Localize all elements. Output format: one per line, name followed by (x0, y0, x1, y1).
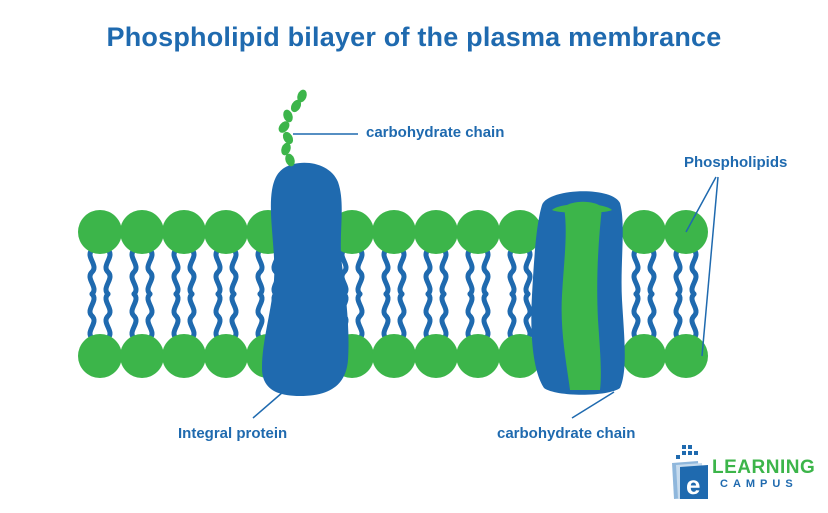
sugar-bead (281, 142, 291, 156)
sugar-bead (278, 121, 290, 133)
lipid-tail-inner (103, 291, 113, 341)
lipid-tail-outer (229, 247, 239, 297)
phospholipid-head-top (622, 210, 666, 254)
lipid-tail-outer (145, 247, 155, 297)
phospholipid-head-bottom (120, 334, 164, 378)
lipid-tail-inner (229, 291, 239, 341)
lipid-tail-inner (187, 291, 197, 341)
lipid-tail-outer (397, 247, 407, 297)
label-carbohydrate-chain-top: carbohydrate chain (366, 124, 505, 141)
lipid-tail-inner (171, 291, 181, 341)
phospholipid-head-bottom (414, 334, 458, 378)
lipid-tail-outer (689, 247, 699, 297)
lipid-tail-inner (213, 291, 223, 341)
lipid-tail-inner (355, 291, 365, 341)
integral-protein (262, 162, 349, 396)
phospholipid-head-top (162, 210, 206, 254)
lipid-tail-outer (355, 247, 365, 297)
lipid-tail-outer (187, 247, 197, 297)
logo-text-campus: CAMPUS (720, 478, 798, 490)
sugar-bead (290, 99, 302, 113)
label-integral-protein: Integral protein (178, 425, 288, 442)
elearning-campus-logo: e LEARNING CAMPUS (668, 445, 818, 501)
leader-lines (252, 133, 719, 419)
phospholipid-head-bottom (622, 334, 666, 378)
phospholipid-head-bottom (78, 334, 122, 378)
lipid-tail-inner (129, 291, 139, 341)
lipid-tail-outer (87, 247, 97, 297)
phospholipid-head-bottom (456, 334, 500, 378)
lipid-tail-outer (481, 247, 491, 297)
lipid-tail-inner (145, 291, 155, 341)
leader-integral-protein (252, 391, 284, 419)
channel-protein-pore (561, 201, 602, 390)
phospholipid-head-bottom (372, 334, 416, 378)
phospholipid-head-top (498, 210, 542, 254)
logo-icon: e (672, 445, 708, 500)
phospholipid-head-bottom (664, 334, 708, 378)
leader-carbohydrate-bottom (571, 391, 615, 419)
lipid-tail-inner (647, 291, 657, 341)
channel-protein (531, 191, 625, 395)
lipid-tail-inner (507, 291, 517, 341)
phospholipid-head-top (414, 210, 458, 254)
lipid-tail-outer (647, 247, 657, 297)
sugar-bead (282, 131, 294, 145)
phospholipid-head-top (120, 210, 164, 254)
lipid-tail-outer (129, 247, 139, 297)
lipid-tail-inner (523, 291, 533, 341)
phospholipid-head-top (372, 210, 416, 254)
lipid-tail-outer (439, 247, 449, 297)
phospholipid-head-top (78, 210, 122, 254)
lipid-tail-outer (507, 247, 517, 297)
lipid-tail-outer (339, 247, 349, 297)
sugar-bead (283, 109, 293, 123)
svg-text:e: e (686, 470, 700, 500)
lipid-tail-outer (523, 247, 533, 297)
lipid-tail-inner (631, 291, 641, 341)
lipid-tail-outer (673, 247, 683, 297)
lipid-tail-outer (171, 247, 181, 297)
lipid-tail-outer (465, 247, 475, 297)
lipid-tail-outer (103, 247, 113, 297)
lipid-tail-inner (397, 291, 407, 341)
phospholipid-head-bottom (162, 334, 206, 378)
phospholipid-heads-inner (78, 334, 708, 378)
lipid-tail-inner (481, 291, 491, 341)
lipid-tail-outer (381, 247, 391, 297)
phospholipid-head-top (456, 210, 500, 254)
lipid-tail-inner (673, 291, 683, 341)
lipid-tail-inner (465, 291, 475, 341)
lipid-tail-inner (423, 291, 433, 341)
leader-phospholipids-bottom (701, 176, 719, 357)
phospholipid-head-top (204, 210, 248, 254)
sugar-bead (297, 89, 307, 103)
diagram-title: Phospholipid bilayer of the plasma membr… (106, 22, 722, 52)
label-phospholipids: Phospholipids (684, 154, 788, 171)
logo-text-learning: LEARNING (712, 457, 816, 478)
label-carbohydrate-chain-bottom: carbohydrate chain (497, 425, 636, 442)
phospholipid-head-bottom (204, 334, 248, 378)
lipid-tail-inner (87, 291, 97, 341)
carbohydrate-chain (278, 89, 307, 167)
leader-phospholipids-top (685, 176, 717, 233)
lipid-tail-outer (255, 247, 265, 297)
channel-protein-rim (552, 204, 612, 213)
lipid-tail-outer (423, 247, 433, 297)
lipid-tail-inner (381, 291, 391, 341)
phospholipid-head-bottom (498, 334, 542, 378)
lipid-tail-outer (213, 247, 223, 297)
lipid-tail-inner (255, 291, 265, 341)
lipid-tail-inner (439, 291, 449, 341)
lipid-tail-inner (689, 291, 699, 341)
sugar-bead (285, 153, 295, 167)
lipid-tail-outer (631, 247, 641, 297)
